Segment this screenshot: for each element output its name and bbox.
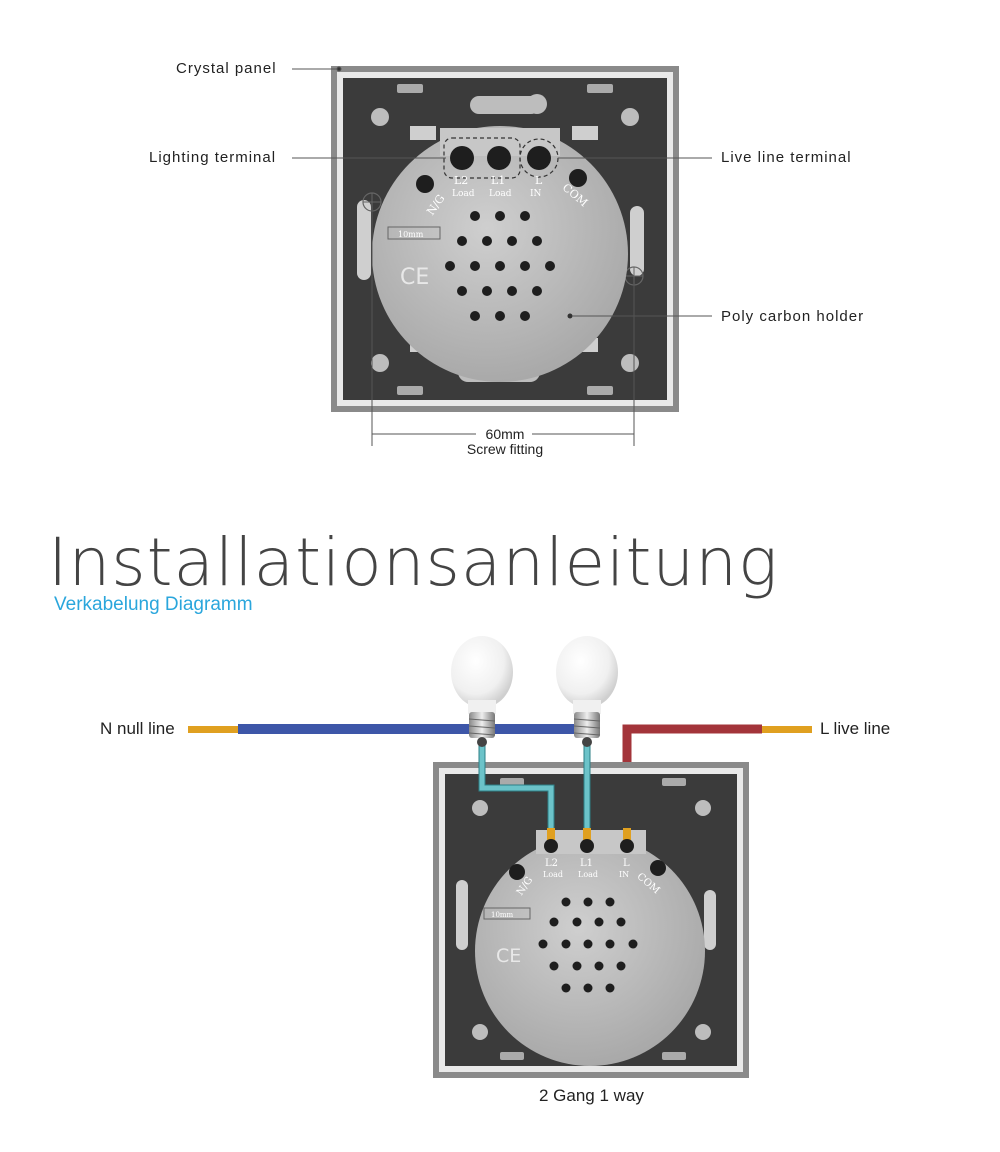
mark-l1: L1 — [491, 174, 505, 187]
terminal-l — [527, 146, 551, 170]
neutral-line-label: N null line — [100, 719, 175, 738]
mark-l-in-bottom: IN — [619, 870, 629, 879]
mark-l-in: IN — [530, 189, 542, 199]
bulb-1 — [451, 636, 513, 747]
callout-poly-carbon-holder: Poly carbon holder — [721, 308, 865, 325]
load-wires — [478, 742, 591, 830]
switch-back-top — [331, 66, 679, 412]
wiring-caption: 2 Gang 1 way — [539, 1086, 644, 1105]
page-subtitle: Verkabelung Diagramm — [54, 594, 253, 615]
mark-l2-load: Load — [452, 189, 475, 199]
callout-crystal-panel: Crystal panel — [176, 60, 277, 77]
callout-live-line-terminal: Live line terminal — [721, 149, 852, 166]
switch-back-bottom — [433, 762, 749, 1078]
ce-mark-bottom: CE — [496, 945, 521, 967]
vent-holes-top — [445, 211, 555, 321]
mark-strip: 10mm — [398, 230, 424, 239]
mark-l1-bottom: L1 — [580, 858, 593, 869]
mark-l1-load: Load — [489, 189, 512, 199]
neutral-wire — [188, 724, 598, 734]
poly-carbon-holder — [372, 126, 628, 382]
mark-l: L — [535, 174, 543, 187]
mark-l2: L2 — [454, 174, 468, 187]
bulb-2 — [556, 636, 618, 747]
ce-mark: CE — [400, 265, 429, 290]
copper-tips — [547, 828, 631, 842]
terminal-l2 — [450, 146, 474, 170]
mark-l1-load-bottom: Load — [578, 870, 598, 879]
dimension-label: Screw fitting — [466, 441, 544, 457]
callout-lighting-terminal: Lighting terminal — [149, 149, 277, 166]
vent-holes-bottom — [538, 897, 638, 993]
terminal-l1 — [487, 146, 511, 170]
mark-l-bottom: L — [623, 858, 630, 869]
mark-l2-bottom: L2 — [545, 858, 558, 869]
mark-l2-load-bottom: Load — [543, 870, 563, 879]
dimension-value: 60mm — [485, 426, 525, 442]
callout-lines — [292, 66, 712, 446]
mark-strip-bottom: 10mm — [491, 911, 514, 919]
page-title: Installationsanleitung — [48, 524, 779, 601]
live-line-label: L live line — [820, 719, 891, 738]
